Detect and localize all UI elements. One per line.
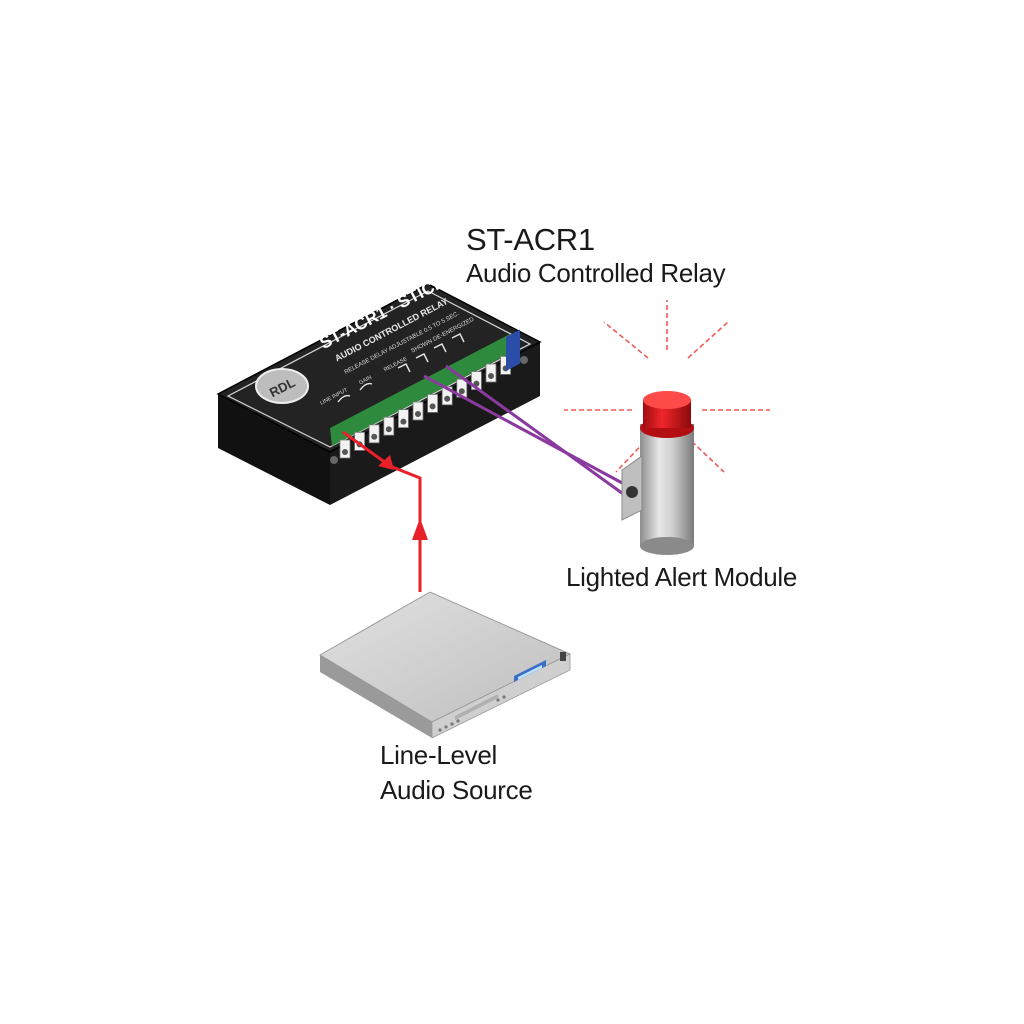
relay-wire-2 — [445, 364, 627, 498]
terminal-screw-head — [458, 388, 465, 395]
terminal-screw-head — [371, 433, 378, 440]
device-subtitle: Audio Controlled Relay — [466, 258, 726, 288]
blue-end-cap-right — [506, 329, 520, 371]
audio-source-device — [319, 591, 572, 739]
terminal-screw-head — [342, 449, 348, 455]
device-top-face — [216, 283, 542, 453]
lighted-alert-module — [564, 300, 770, 555]
terminal-screw-head — [429, 403, 436, 410]
mount-screw-left — [330, 456, 338, 464]
rack-power-button — [560, 652, 566, 661]
terminal-screw-head — [385, 426, 392, 433]
terminal-screws — [339, 355, 512, 459]
signal-arrow-upper — [378, 455, 394, 470]
rdl-logo-badge — [255, 368, 309, 404]
terminal-screw-head — [488, 373, 494, 379]
terminal-screw-head — [444, 395, 451, 402]
terminal-screw-head — [400, 418, 407, 425]
audio-source-label-line2: Audio Source — [380, 775, 533, 805]
audio-source-label-line1: Line-Level — [380, 740, 497, 770]
panel-gain: GAIN — [358, 375, 373, 387]
alert-bracket-knob — [626, 486, 638, 498]
rack-buttons — [438, 695, 506, 732]
signal-arrow-lower — [412, 518, 428, 540]
device-front-face — [218, 394, 330, 505]
relay-wire-1 — [423, 374, 625, 486]
st-acr1-device: RDL ST-ACR1 · STICK-ON AUDIO CONTROLLED … — [216, 257, 542, 505]
alert-body — [640, 424, 694, 546]
rack-left-face — [320, 655, 432, 738]
mount-screw-right — [520, 356, 528, 364]
terminal-screw-head — [415, 411, 421, 417]
terminal-strip — [330, 334, 512, 446]
device-title: ST-ACR1 — [466, 222, 595, 257]
alert-module-label: Lighted Alert Module — [566, 562, 798, 592]
rack-top — [319, 591, 572, 723]
